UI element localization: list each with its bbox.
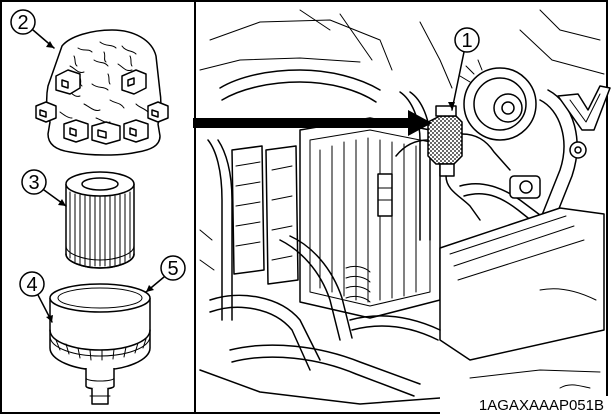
callout-2-label: 2 (17, 12, 28, 34)
right-panel-engine-bay: 1 (199, 9, 611, 405)
callout-2: 2 (10, 9, 55, 49)
figure-id: 1AGAXAAAP051B (479, 397, 604, 414)
callout-3: 3 (21, 169, 67, 207)
callout-4: 4 (19, 271, 53, 323)
callout-1-label: 1 (461, 30, 472, 52)
fuel-filter-location (395, 105, 511, 221)
arrow-right-icon (193, 110, 432, 136)
callout-5: 5 (145, 255, 186, 293)
left-panel-exploded-view: 2 3 4 5 (10, 9, 186, 405)
callout-5-label: 5 (167, 258, 178, 280)
callout-3-label: 3 (28, 172, 39, 194)
filter-cover (35, 29, 169, 156)
filter-element (65, 171, 135, 269)
figure-id-background (440, 396, 608, 414)
callout-1: 1 (448, 27, 480, 111)
callout-4-label: 4 (26, 274, 37, 296)
filter-bowl (49, 283, 151, 405)
